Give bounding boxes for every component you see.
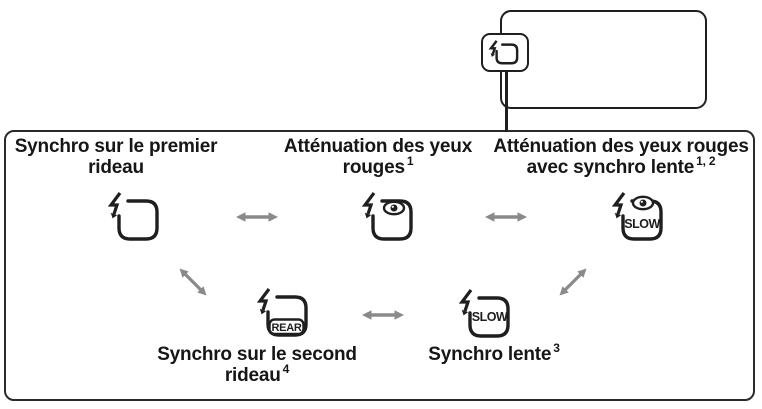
eye-icon [631,195,655,211]
double-arrow-icon [236,212,278,222]
connector-line [505,70,508,132]
label-line: Synchro lente [428,344,552,365]
flash-red-eye-slow-icon: SLOW [611,192,663,241]
label-line: Atténuation des yeux [283,136,473,157]
footnote-ref: 4 [282,361,290,376]
slow-icon-label: SLOW [624,217,660,231]
double-arrow-diagonal-icon [559,268,587,296]
rear-icon-label: REAR [272,322,302,334]
label-line: Synchro sur le premier [14,136,218,157]
label-line: rouges [342,157,405,178]
double-arrow-icon [485,212,527,222]
slow-icon-label: SLOW [472,310,508,324]
double-arrow-icon [362,310,404,320]
footnote-ref: 1, 2 [696,153,716,168]
mode-label-first-curtain: Synchro sur le premier rideau [15,136,218,178]
flash-first-curtain-icon [107,192,159,241]
flash-rear-sync-icon: REAR [256,288,308,337]
flash-red-eye-icon [361,192,413,241]
footnote-ref: 3 [553,340,560,355]
label-line: Atténuation des yeux rouges [493,136,749,157]
label-line: avec synchro lente [526,157,695,178]
label-line: rideau [88,157,144,178]
modes-box [4,130,755,401]
flash-slow-sync-icon: SLOW [458,289,510,338]
label-line: rideau [224,365,281,386]
flash-mode-button-icon [488,39,519,64]
camera-back-outline [500,10,707,109]
footnote-ref: 1 [406,153,414,168]
eye-icon [382,200,406,216]
label-line: Synchro sur le second [157,344,357,365]
double-arrow-diagonal-icon [179,268,207,296]
mode-label-red-eye-slow: Atténuation des yeux rouges avec synchro… [493,136,749,178]
flash-mode-button [481,33,529,72]
